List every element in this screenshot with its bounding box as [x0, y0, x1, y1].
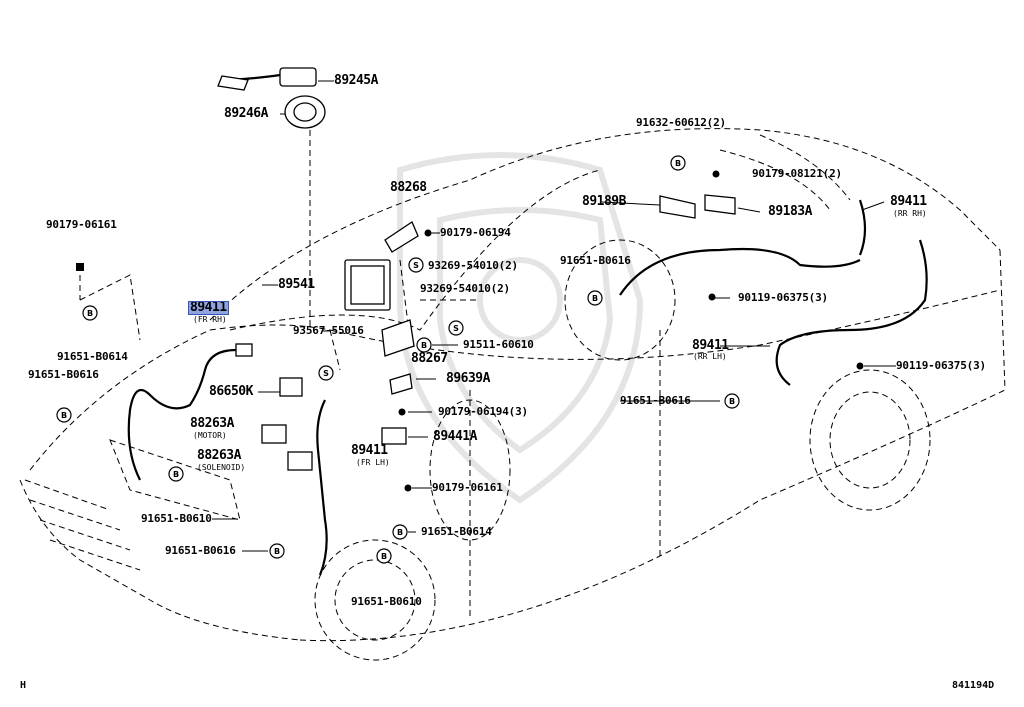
windshield-line: [229, 169, 601, 331]
connector-fan: [217, 75, 249, 91]
sensor-89639A: [389, 373, 413, 395]
svg-text:B: B: [87, 309, 93, 318]
part-number-label[interactable]: 93567-55016: [293, 324, 364, 337]
part-number-label[interactable]: 88268: [390, 180, 427, 195]
part-number-label[interactable]: 89245A: [334, 73, 378, 88]
svg-text:B: B: [381, 552, 387, 561]
svg-text:S: S: [413, 261, 419, 270]
connector-fr-rh: [235, 343, 253, 357]
part-number-label[interactable]: 89541: [278, 277, 315, 292]
leader-sensor-left: [79, 274, 141, 341]
body-side-upper: [329, 289, 1001, 360]
relay-88263A-sol: [287, 451, 313, 471]
part-number-label[interactable]: 88267: [411, 351, 448, 366]
part-number-label[interactable]: 90119-06375(3): [896, 359, 986, 372]
part-number-label[interactable]: 91651-B0616: [560, 254, 631, 267]
part-number-label[interactable]: 91651-B0610: [351, 595, 422, 608]
part-number-label[interactable]: 91651-B0616: [620, 394, 691, 407]
front-wheel-outer: [314, 539, 436, 661]
part-number-label[interactable]: 89411: [188, 300, 229, 315]
part-number-label[interactable]: 89189B: [582, 194, 626, 209]
headlight: [109, 439, 241, 521]
svg-text:B: B: [274, 547, 280, 556]
part-number-label[interactable]: 93269-54010(2): [428, 259, 518, 272]
rear-quarter: [999, 249, 1006, 391]
part-number-label[interactable]: 88263A: [197, 448, 241, 463]
part-number-label[interactable]: 89639A: [446, 371, 490, 386]
harness-rr-lh: [619, 247, 861, 296]
svg-text:B: B: [675, 159, 681, 168]
part-number-label[interactable]: 89411: [351, 443, 388, 458]
svg-text:B: B: [592, 294, 598, 303]
harness-fr-rh: [127, 348, 237, 481]
grille: [24, 479, 141, 571]
rear-wheel-outer: [809, 369, 931, 511]
part-number-label[interactable]: 90119-06375(3): [738, 291, 828, 304]
svg-text:B: B: [397, 528, 403, 537]
harness-fr-lh: [316, 399, 328, 576]
svg-text:B: B: [173, 470, 179, 479]
part-number-label[interactable]: 91651-B0614: [421, 525, 492, 538]
part-number-label[interactable]: 89183A: [768, 204, 812, 219]
leader-misc: [329, 259, 480, 371]
svg-text:B: B: [61, 411, 67, 420]
hood-line: [29, 324, 331, 471]
part-number-label[interactable]: 90179-06194(3): [438, 405, 528, 418]
part-number-label[interactable]: 90179-06161: [432, 481, 503, 494]
rear-wheel-inner: [829, 391, 911, 489]
rear-window: [719, 134, 851, 211]
harness-rr-right-branch: [858, 199, 867, 256]
roof-line: [209, 128, 1001, 321]
part-number-label[interactable]: 86650K: [209, 384, 253, 399]
part-number-label[interactable]: 90179-06194: [440, 226, 511, 239]
part-position-note: (RR RH): [893, 209, 927, 218]
part-number-label[interactable]: 93269-54010(2): [420, 282, 510, 295]
diagram-corner-letter: H: [20, 680, 27, 691]
svg-text:S: S: [323, 369, 329, 378]
part-number-label[interactable]: 88263A: [190, 416, 234, 431]
airbag-sensor-part: [279, 67, 317, 87]
part-position-note: (FR LH): [356, 458, 390, 467]
front-wheel-inner: [334, 559, 416, 641]
part-number-label[interactable]: 91651-B0610: [141, 512, 212, 525]
part-number-label[interactable]: 89441A: [433, 429, 477, 444]
svg-text:B: B: [729, 397, 735, 406]
part-number-label[interactable]: 89411: [890, 194, 927, 209]
part-number-label[interactable]: 89411: [692, 338, 729, 353]
front-bumper: [19, 479, 301, 641]
bracket-89189B: [659, 195, 696, 219]
sensor-89183A: [704, 194, 736, 215]
bracket-88268: [384, 221, 419, 253]
part-number-label[interactable]: 90179-06161: [46, 218, 117, 231]
part-position-note: (FR RH): [193, 315, 227, 324]
part-number-label[interactable]: 91511-60610: [463, 338, 534, 351]
relay-88263A-motor: [261, 424, 287, 444]
part-number-label[interactable]: 89246A: [224, 106, 268, 121]
svg-text:S: S: [453, 324, 459, 333]
part-number-label[interactable]: 91651-B0616: [165, 544, 236, 557]
part-number-label[interactable]: 90179-08121(2): [752, 167, 842, 180]
diagram-reference-code: 841194D: [952, 680, 995, 691]
sensor-89441A: [381, 427, 407, 445]
svg-text:B: B: [421, 341, 427, 350]
door-line: [469, 330, 661, 620]
relay-86650K: [279, 377, 303, 397]
body-side-lower: [299, 389, 1006, 642]
harness-rr-rh: [775, 239, 928, 386]
part-position-note: (MOTOR): [193, 431, 227, 440]
front-inner-arch: [429, 399, 511, 541]
bracket-88267: [381, 319, 415, 357]
part-number-label[interactable]: 91651-B0616: [28, 368, 99, 381]
part-position-note: (SOLENOID): [197, 463, 246, 472]
part-number-label[interactable]: 91632-60612(2): [636, 116, 726, 129]
part-number-label[interactable]: 91651-B0614: [57, 350, 128, 363]
rear-inner-arch: [564, 239, 676, 361]
part-position-note: (RR LH): [693, 352, 727, 361]
